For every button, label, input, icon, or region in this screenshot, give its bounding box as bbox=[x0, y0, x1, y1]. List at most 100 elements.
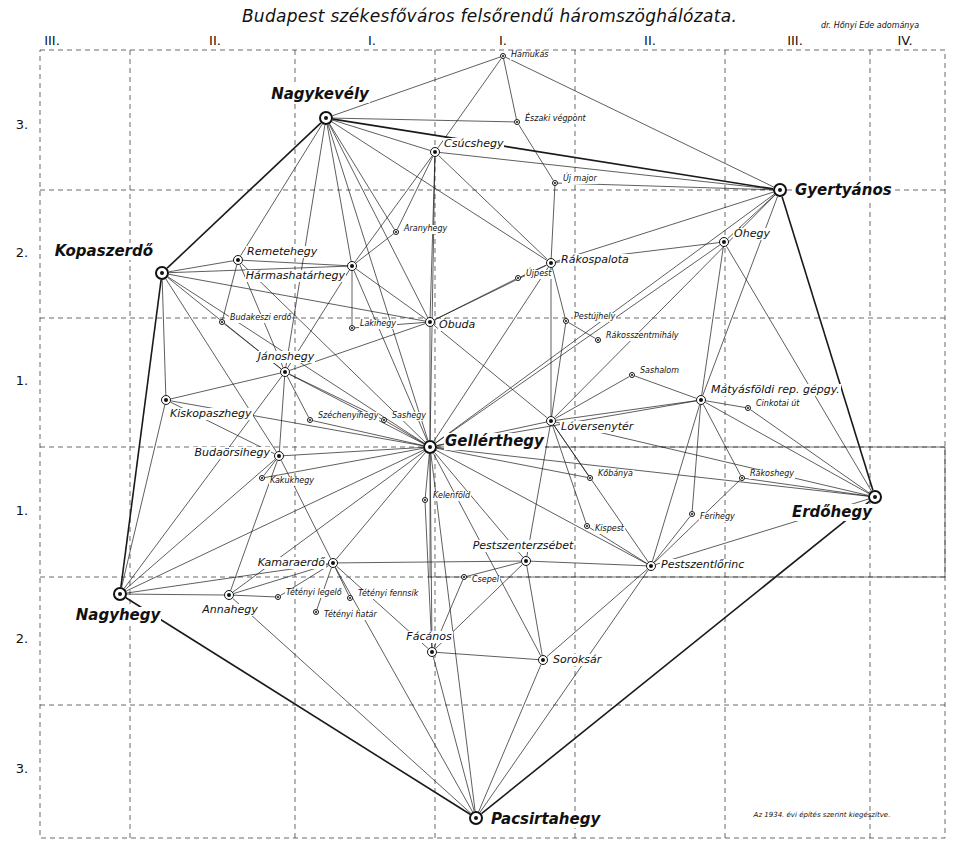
station-point: Rákoshegy bbox=[739, 475, 745, 481]
grid-index: III. bbox=[44, 34, 60, 48]
sight-line bbox=[437, 652, 538, 659]
map-sheet-outline bbox=[430, 447, 945, 577]
sight-line bbox=[234, 595, 275, 597]
station-point: Kispest bbox=[584, 523, 590, 529]
station-point: Kiskopaszhegy bbox=[161, 395, 171, 405]
station-name: Kelenföld bbox=[432, 492, 471, 501]
grid-index: IV. bbox=[897, 34, 912, 48]
station-point: Lakihegy bbox=[349, 325, 355, 331]
sight-line bbox=[287, 376, 308, 417]
sight-line bbox=[430, 157, 435, 317]
sight-line bbox=[333, 119, 773, 189]
station-name: Sashalom bbox=[639, 367, 680, 376]
station-name: Gellérthegy bbox=[444, 433, 545, 450]
station-point: Tétényi határ bbox=[313, 609, 319, 615]
station-point: Gyertyános bbox=[773, 183, 787, 197]
sight-line bbox=[397, 157, 433, 230]
station-name: Cinkotai út bbox=[755, 400, 800, 409]
station-point: Kelenföld bbox=[422, 497, 428, 503]
sight-line bbox=[289, 374, 423, 444]
map-frame bbox=[40, 50, 945, 838]
sight-line bbox=[519, 125, 554, 181]
sight-line bbox=[439, 156, 548, 260]
sight-line bbox=[434, 267, 549, 441]
sight-line bbox=[551, 186, 555, 258]
station-point: Mátyásföldi rep. gépgy. bbox=[696, 395, 706, 405]
sight-line bbox=[356, 269, 426, 319]
station-point: Erdőhegy bbox=[868, 490, 882, 504]
sight-line bbox=[782, 197, 873, 491]
station-point: Fácános bbox=[427, 647, 437, 657]
sight-line bbox=[706, 401, 745, 408]
station-name: Csúcshegy bbox=[443, 138, 504, 150]
sight-line bbox=[569, 323, 596, 339]
station-name: Kőbánya bbox=[597, 470, 634, 479]
grid-index: 1. bbox=[16, 374, 28, 388]
sight-line bbox=[430, 327, 431, 440]
sight-line bbox=[352, 271, 353, 325]
sight-line bbox=[335, 567, 472, 812]
sight-line bbox=[313, 421, 423, 446]
station-name: Budakeszi erdő bbox=[229, 314, 292, 323]
station-name: Óbuda bbox=[438, 319, 476, 331]
station-name: Annahegy bbox=[201, 604, 258, 616]
station-name: Pacsirtahegy bbox=[490, 811, 601, 828]
station-name: Mátyásföldi rep. gépgy. bbox=[710, 384, 841, 396]
station-point: Remetehegy bbox=[233, 255, 243, 265]
sight-line bbox=[703, 404, 740, 475]
grid-index: I. bbox=[368, 34, 376, 48]
sight-line bbox=[167, 123, 321, 268]
sight-line bbox=[127, 594, 224, 596]
sight-line bbox=[436, 245, 720, 443]
sight-line bbox=[635, 376, 697, 398]
station-point: Tétényi legelő bbox=[275, 594, 281, 600]
sight-line bbox=[338, 561, 521, 563]
sight-line bbox=[243, 260, 347, 265]
station-point: Sashalom bbox=[629, 372, 635, 378]
sight-line bbox=[284, 447, 423, 455]
sight-line bbox=[467, 562, 521, 576]
sight-line bbox=[751, 410, 870, 493]
sight-line bbox=[264, 460, 276, 476]
sight-line bbox=[556, 192, 774, 261]
note-text: dr. Hőnyi Ede adománya bbox=[821, 22, 919, 31]
station-point: Csúcshegy bbox=[430, 147, 440, 157]
sight-line bbox=[705, 402, 869, 493]
station-point: Budakeszi erdő bbox=[219, 319, 225, 325]
sight-line bbox=[356, 234, 394, 263]
sight-line bbox=[436, 450, 646, 563]
sight-line bbox=[125, 459, 275, 589]
sight-line bbox=[387, 422, 424, 444]
station-point: Jánoshegy bbox=[280, 367, 290, 377]
station-point: Pestszentlőrinc bbox=[646, 561, 656, 571]
sight-line bbox=[265, 448, 423, 477]
station-name: Tétényi legelő bbox=[285, 589, 343, 598]
sight-line bbox=[425, 454, 429, 497]
station-name: Tétényi határ bbox=[323, 611, 378, 620]
station-name: Ferihegy bbox=[699, 513, 736, 522]
sight-line bbox=[169, 261, 233, 272]
station-point: Budaörsihegy bbox=[274, 451, 284, 461]
sight-line bbox=[355, 156, 432, 262]
sight-line bbox=[171, 373, 280, 399]
station-point: Gellérthegy bbox=[423, 440, 437, 454]
sight-line bbox=[333, 118, 514, 122]
station-point: Kamaraerdő bbox=[328, 558, 338, 568]
sight-line bbox=[233, 598, 471, 813]
station-point: Rákosszentmihály bbox=[595, 337, 601, 343]
sight-line bbox=[558, 183, 773, 190]
sight-line bbox=[241, 124, 323, 256]
station-name: Remetehegy bbox=[246, 246, 318, 258]
station-point: Nagykevély bbox=[319, 111, 333, 125]
station-name: Hamukás bbox=[510, 51, 549, 60]
sight-line bbox=[333, 120, 431, 150]
station-point: Újpest bbox=[515, 275, 521, 281]
station-point: Hármashatárhegy bbox=[347, 261, 357, 271]
sight-line bbox=[223, 265, 237, 319]
sight-line bbox=[166, 279, 276, 452]
sight-line bbox=[504, 59, 517, 119]
station-name: Aranyhegy bbox=[403, 225, 448, 234]
sight-line bbox=[433, 657, 474, 811]
station-name: Kiskopaszhegy bbox=[169, 408, 253, 420]
